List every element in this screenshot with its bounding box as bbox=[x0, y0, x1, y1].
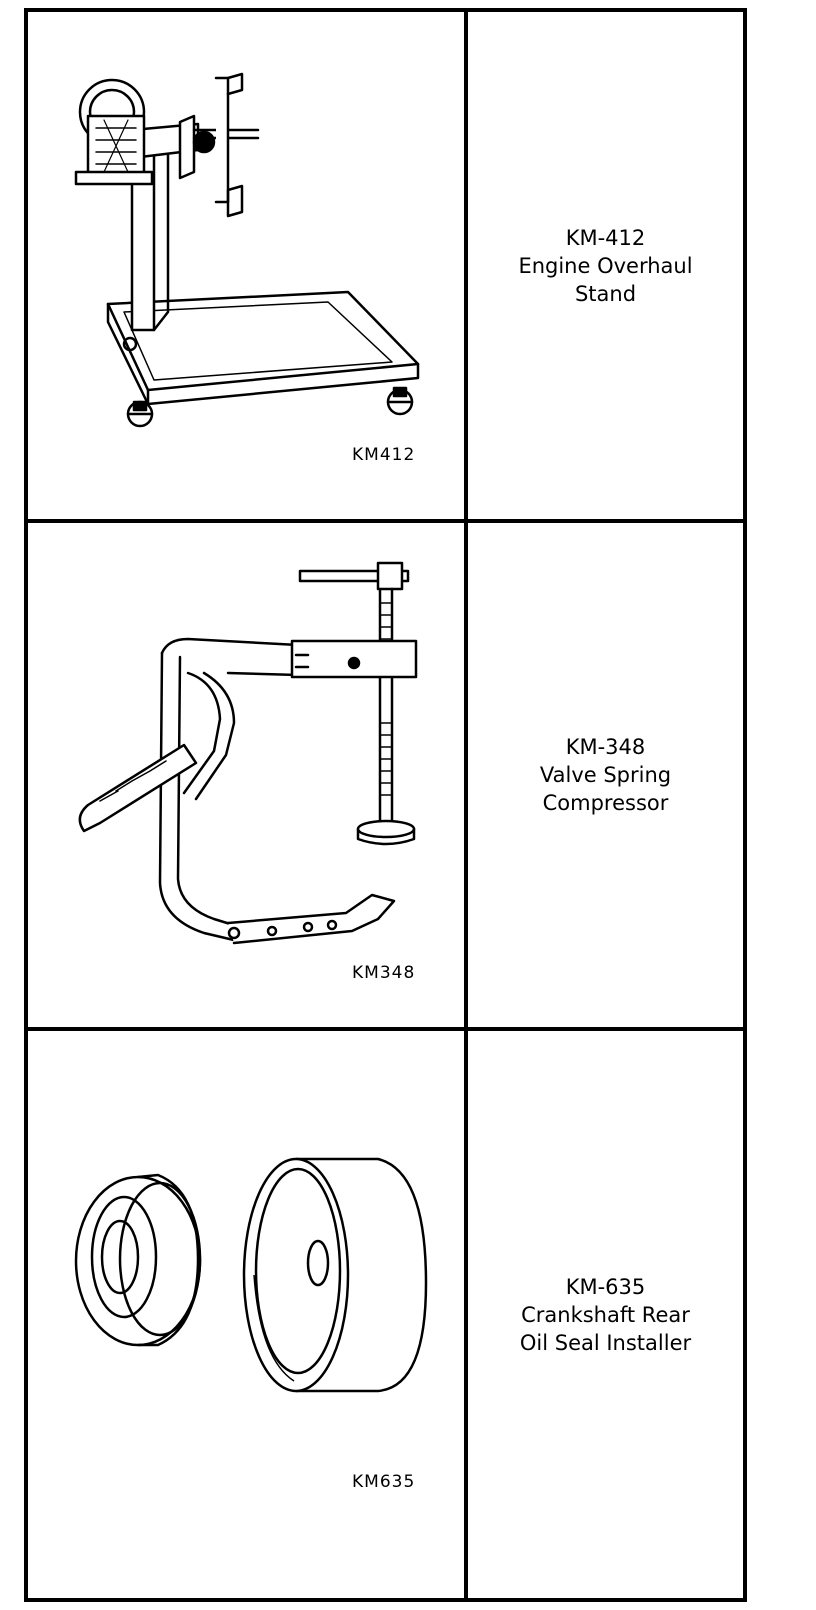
tool-name-line: Compressor bbox=[542, 791, 669, 815]
tool-table: KM412 KM-412 Engine Overhaul Stand bbox=[24, 8, 747, 1602]
tool-image-cell: KM348 bbox=[28, 523, 468, 1027]
tool-name-line: Crankshaft Rear bbox=[521, 1302, 690, 1327]
tool-name-line: Oil Seal Installer bbox=[519, 1330, 692, 1355]
tool-name-line: Stand bbox=[574, 281, 637, 306]
tool-image-cell: KM412 bbox=[28, 12, 468, 519]
tool-description: KM-412 Engine Overhaul Stand bbox=[468, 12, 743, 519]
tool-row: KM412 KM-412 Engine Overhaul Stand bbox=[28, 12, 743, 519]
tool-name-line: Valve Spring bbox=[539, 763, 672, 787]
tool-number: KM-412 bbox=[565, 225, 646, 250]
tool-row: KM348 KM-348 Valve Spring Compressor bbox=[28, 519, 743, 1027]
tool-image-cell: KM635 bbox=[28, 1031, 468, 1598]
tool-row: KM635 KM-635 Crankshaft Rear Oil Seal In… bbox=[28, 1027, 743, 1598]
tool-number: KM-348 bbox=[565, 735, 646, 759]
engine-stand-icon bbox=[74, 72, 420, 428]
seal-installer-icon bbox=[74, 1157, 428, 1393]
figure-label: KM635 bbox=[352, 1472, 416, 1492]
tool-number: KM-635 bbox=[565, 1274, 646, 1299]
tool-description: KM-348 Valve Spring Compressor bbox=[468, 523, 743, 1027]
figure-label: KM348 bbox=[352, 963, 416, 983]
valve-spring-compressor-icon bbox=[78, 561, 418, 945]
tool-name-line: Engine Overhaul bbox=[518, 253, 693, 278]
figure-label: KM412 bbox=[352, 445, 416, 465]
tool-description: KM-635 Crankshaft Rear Oil Seal Installe… bbox=[468, 1031, 743, 1598]
